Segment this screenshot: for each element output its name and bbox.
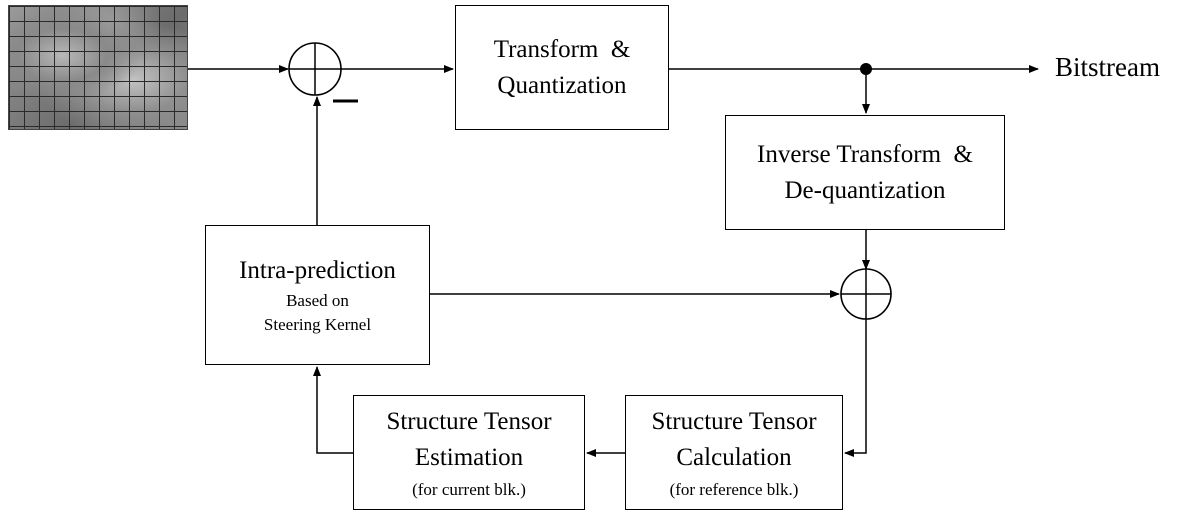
estimation-line1: Structure Tensor — [386, 407, 552, 435]
adder-node — [840, 268, 892, 320]
intra-prediction-block: Intra-prediction Based on Steering Kerne… — [205, 225, 430, 365]
intra-prediction-sub1: Based on — [286, 291, 349, 310]
input-frame-image — [8, 5, 188, 130]
bitstream-label: Bitstream — [1055, 52, 1160, 82]
subtractor-node — [288, 42, 342, 96]
transform-quantization-line2: Quantization — [497, 71, 627, 99]
inverse-transform-line1: Inverse Transform & — [757, 140, 973, 168]
edge-adder-to-calculation — [844, 319, 867, 457]
transform-quantization-line1: Transform & — [493, 35, 631, 63]
edge-estimation-to-intra — [313, 366, 353, 454]
inverse-transform-block: Inverse Transform & De-quantization — [725, 115, 1005, 230]
structure-tensor-estimation-block: Structure Tensor Estimation (for current… — [353, 395, 585, 510]
intra-prediction-title: Intra-prediction — [239, 257, 396, 284]
calculation-line2: Calculation — [676, 443, 792, 471]
calculation-line1: Structure Tensor — [651, 407, 817, 435]
inverse-transform-line2: De-quantization — [784, 176, 946, 204]
estimation-line2: Estimation — [414, 443, 524, 471]
intra-prediction-sub2: Steering Kernel — [263, 315, 372, 334]
estimation-note: (for current blk.) — [412, 479, 526, 499]
calculation-note: (for reference blk.) — [669, 479, 799, 499]
transform-quantization-block: Transform & Quantization — [455, 5, 669, 130]
structure-tensor-calculation-block: Structure Tensor Calculation (for refere… — [625, 395, 843, 510]
